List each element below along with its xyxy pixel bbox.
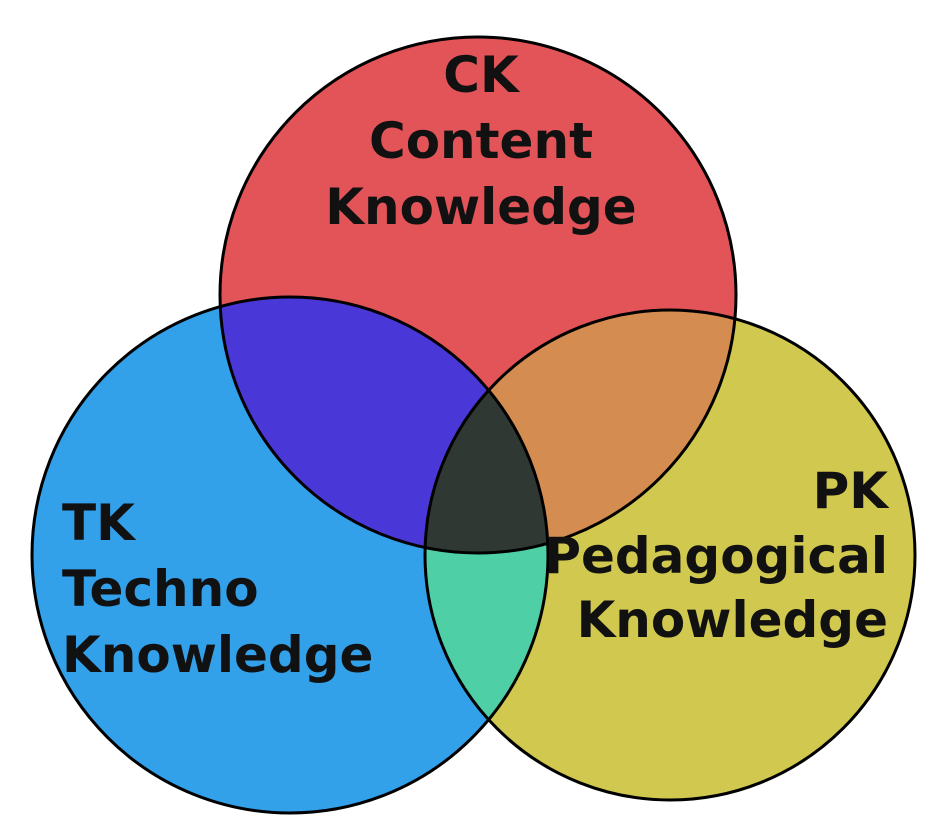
content-line2: Knowledge <box>325 178 636 236</box>
content-techno-overlap <box>220 297 548 553</box>
pedagogical-line2: Knowledge <box>577 591 888 649</box>
techno-line2: Knowledge <box>62 626 373 684</box>
content-line1: Content <box>369 112 593 170</box>
pedagogical-line1: Pedagogical <box>544 527 888 585</box>
pedagogical-abbr: PK <box>813 462 891 520</box>
techno-abbr: TK <box>62 494 137 552</box>
techno-knowledge-label: TK Techno Knowledge <box>62 494 373 684</box>
content-knowledge-label: CK Content Knowledge <box>325 46 636 236</box>
content-pedagogical-overlap <box>425 310 736 553</box>
pedagogical-knowledge-label: PK Pedagogical Knowledge <box>544 462 890 649</box>
content-abbr: CK <box>443 46 521 104</box>
techno-line1: Techno <box>62 560 259 618</box>
circle-outlines <box>30 35 917 815</box>
